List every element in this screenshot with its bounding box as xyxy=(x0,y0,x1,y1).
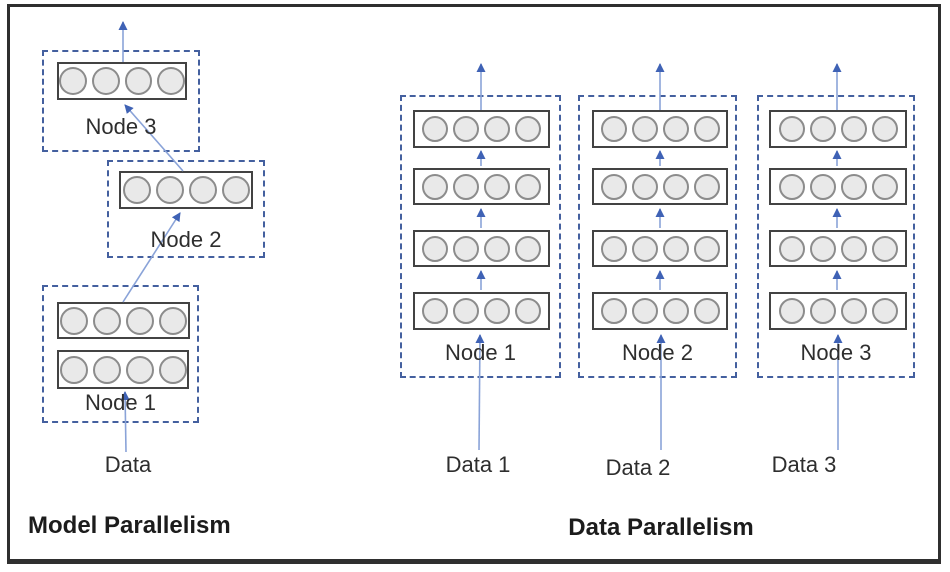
neuron-circle xyxy=(840,298,867,324)
neuron-circle xyxy=(422,173,448,200)
neuron-circle xyxy=(515,235,541,262)
neuron-circle xyxy=(840,173,867,200)
neuron-circle xyxy=(871,235,898,262)
neuron-circle xyxy=(453,298,479,324)
neuron-circle xyxy=(693,235,720,262)
neuron-circle xyxy=(871,173,898,200)
model-node1-box xyxy=(42,285,199,423)
neuron-circle xyxy=(600,173,627,200)
data-col1-layer-2 xyxy=(413,168,550,205)
neuron-circle xyxy=(778,298,805,324)
neuron-circle xyxy=(125,355,154,384)
neuron-circle xyxy=(631,116,658,142)
neuron-circle xyxy=(126,306,154,335)
data-col1-layer-3 xyxy=(413,230,550,267)
model-node3-box xyxy=(42,50,200,152)
neuron-circle xyxy=(422,116,448,142)
neuron-circle xyxy=(453,173,479,200)
data-col2-layer-3 xyxy=(592,230,728,267)
neuron-circle xyxy=(840,116,867,142)
neuron-circle xyxy=(59,67,87,95)
data-col2-layer-2 xyxy=(592,168,728,205)
neuron-circle xyxy=(159,306,187,335)
neuron-circle xyxy=(809,116,836,142)
neuron-circle xyxy=(221,176,250,204)
neuron-circle xyxy=(484,173,510,200)
data-col2-layer-4 xyxy=(592,292,728,330)
neuron-circle xyxy=(158,355,187,384)
neuron-circle xyxy=(662,116,689,142)
model-node1-layer-top xyxy=(57,302,190,339)
neuron-circle xyxy=(60,306,88,335)
neuron-circle xyxy=(809,173,836,200)
neuron-circle xyxy=(662,173,689,200)
neuron-circle xyxy=(693,173,720,200)
data-col3-layer-1 xyxy=(769,110,907,148)
neuron-circle xyxy=(453,235,479,262)
neuron-circle xyxy=(422,235,448,262)
data-col3-layer-2 xyxy=(769,168,907,205)
neuron-circle xyxy=(422,298,448,324)
neuron-circle xyxy=(600,116,627,142)
neuron-circle xyxy=(93,306,121,335)
neuron-circle xyxy=(778,116,805,142)
neuron-circle xyxy=(662,298,689,324)
model-node2-box xyxy=(107,160,265,258)
neuron-circle xyxy=(809,235,836,262)
neuron-circle xyxy=(155,176,184,204)
neuron-circle xyxy=(600,298,627,324)
neuron-circle xyxy=(600,235,627,262)
neuron-circle xyxy=(484,116,510,142)
neuron-circle xyxy=(92,355,121,384)
neuron-circle xyxy=(484,235,510,262)
neuron-circle xyxy=(631,298,658,324)
neuron-circle xyxy=(809,298,836,324)
data-col1-layer-4 xyxy=(413,292,550,330)
neuron-circle xyxy=(124,67,153,95)
neuron-circle xyxy=(840,235,867,262)
neuron-circle xyxy=(157,67,185,95)
neuron-circle xyxy=(871,116,898,142)
neuron-circle xyxy=(122,176,151,204)
neuron-circle xyxy=(515,298,541,324)
neuron-circle xyxy=(631,235,658,262)
neuron-circle xyxy=(188,176,217,204)
data-col3-layer-4 xyxy=(769,292,907,330)
data-col3-box xyxy=(757,95,915,378)
model-node1-layer-bottom xyxy=(57,350,189,389)
neuron-circle xyxy=(515,116,541,142)
model-node3-layer xyxy=(57,62,187,100)
neuron-circle xyxy=(871,298,898,324)
neuron-circle xyxy=(515,173,541,200)
model-node2-layer xyxy=(119,171,253,209)
neuron-circle xyxy=(778,173,805,200)
neuron-circle xyxy=(693,116,720,142)
data-col2-layer-1 xyxy=(592,110,728,148)
neuron-circle xyxy=(693,298,720,324)
data-col1-layer-1 xyxy=(413,110,550,148)
neuron-circle xyxy=(484,298,510,324)
neuron-circle xyxy=(662,235,689,262)
neuron-circle xyxy=(59,355,88,384)
data-col2-box xyxy=(578,95,737,378)
neuron-circle xyxy=(453,116,479,142)
neuron-circle xyxy=(91,67,120,95)
data-col3-layer-3 xyxy=(769,230,907,267)
neuron-circle xyxy=(631,173,658,200)
neuron-circle xyxy=(778,235,805,262)
